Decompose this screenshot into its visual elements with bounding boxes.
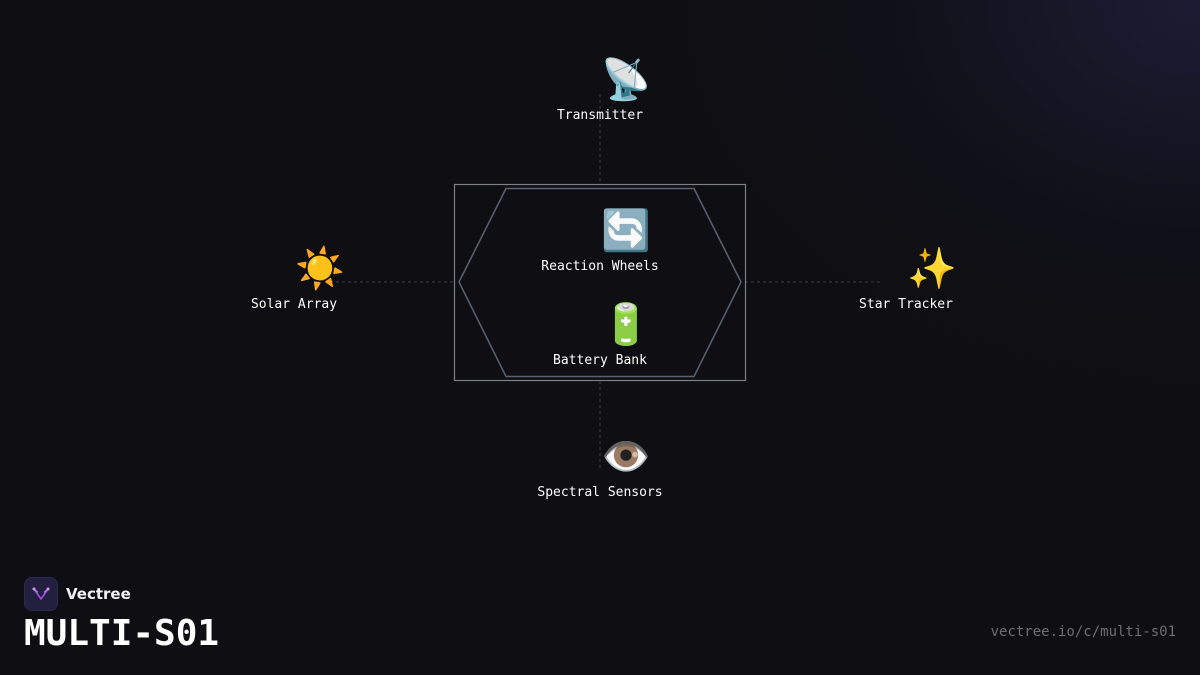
node-label-star-tracker: Star Tracker xyxy=(859,297,953,312)
core-frame[interactable] xyxy=(453,183,747,382)
page-title: MULTI-S01 xyxy=(24,613,220,654)
node-spectral-sensors[interactable]: 👁️ Spectral Sensors xyxy=(537,433,662,501)
cycle-arrows-icon: 🔄 xyxy=(601,208,651,254)
node-solar-array[interactable]: ☀️ Solar Array xyxy=(250,245,345,313)
brand[interactable]: Vectree xyxy=(24,577,131,611)
node-reaction-wheels[interactable]: 🔄 Reaction Wheels xyxy=(541,207,658,275)
node-label-transmitter: Transmitter xyxy=(556,108,644,123)
sparkles-icon: ✨ xyxy=(907,246,957,292)
node-battery-bank[interactable]: 🔋 Battery Bank xyxy=(553,301,651,369)
node-label-reaction-wheels: Reaction Wheels xyxy=(541,259,659,274)
node-label-battery-bank: Battery Bank xyxy=(553,353,647,368)
sun-icon: ☀️ xyxy=(295,246,345,292)
node-label-spectral-sensors: Spectral Sensors xyxy=(537,485,663,500)
eye-icon: 👁️ xyxy=(601,434,651,480)
core-hexagon[interactable] xyxy=(458,187,742,378)
battery-icon: 🔋 xyxy=(601,302,651,348)
satellite-antenna-icon: 📡 xyxy=(601,57,651,103)
vectree-logo-icon xyxy=(24,577,58,611)
page-url[interactable]: vectree.io/c/multi-s01 xyxy=(990,624,1176,640)
node-star-tracker[interactable]: ✨ Star Tracker xyxy=(859,245,957,313)
node-transmitter[interactable]: 📡 Transmitter xyxy=(556,56,651,124)
node-label-solar-array: Solar Array xyxy=(250,297,338,312)
brand-name: Vectree xyxy=(66,585,131,603)
